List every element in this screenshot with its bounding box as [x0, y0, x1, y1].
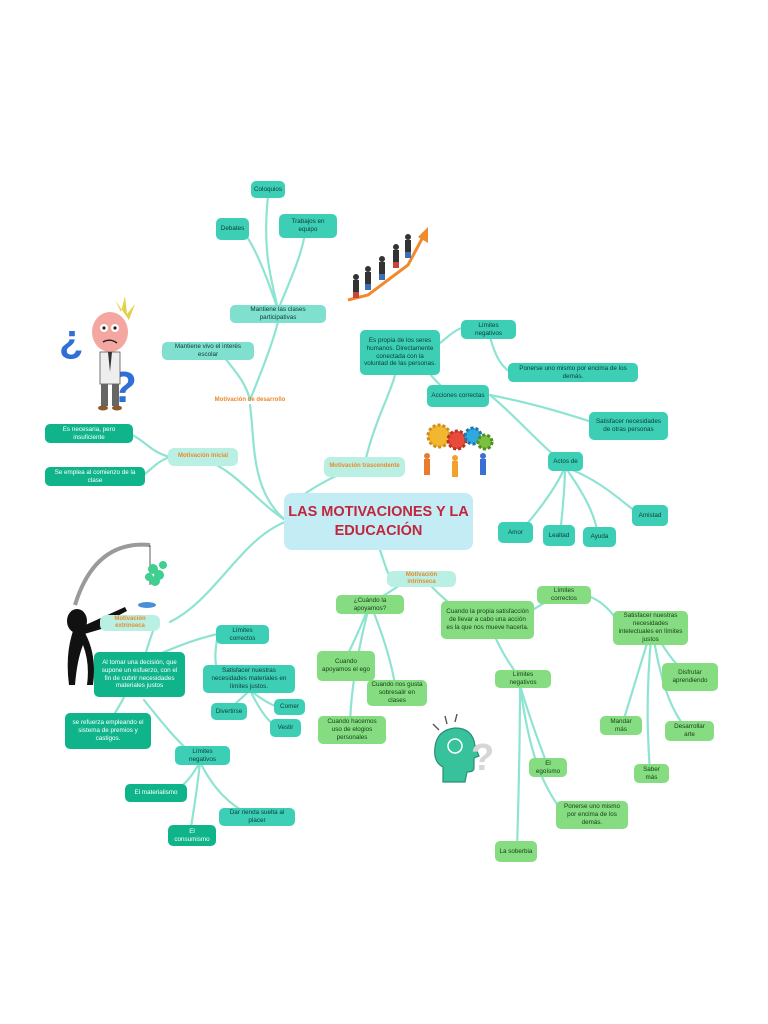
motivacion-intrinseca-label: Motivación intrínseca	[387, 571, 456, 587]
confused-man-question-icon: ¿ ?	[55, 290, 140, 420]
node-actos-de: Actos de	[548, 452, 583, 471]
central-topic: LAS MOTIVACIONES Y LA EDUCACIÓN	[284, 493, 473, 550]
node-ponerse-encima-int: Ponerse uno mismo por encima de los demá…	[556, 801, 628, 829]
node-saber-mas: Saber más	[634, 764, 669, 783]
node-disfrutar-aprendiendo: Disfrutar aprendiendo	[662, 663, 718, 691]
node-ayuda: Ayuda	[583, 527, 616, 547]
motivacion-inicial-label: Motivación inicial	[168, 448, 238, 466]
node-materialismo: El materialismo	[125, 784, 187, 802]
node-ponerse-encima-tras: Ponerse uno mismo por encima de los demá…	[508, 363, 638, 382]
node-comienzo-clase: Se emplea al comienzo de la clase	[45, 467, 145, 486]
teamwork-climbing-arrow-icon	[338, 215, 436, 319]
motivacion-desarrollo-label: Motivación de desarrollo	[205, 394, 295, 408]
node-limites-negativos-int: Límites negativos	[495, 670, 551, 688]
node-vestir: Vestir	[270, 719, 301, 737]
node-premios-castigos: se refuerza empleando el sistema de prem…	[65, 713, 151, 749]
svg-text:?: ?	[471, 737, 494, 779]
node-comer: Comer	[274, 699, 305, 715]
node-amistad: Amistad	[632, 505, 668, 526]
node-propia-satisfaccion: Cuando la propia satisfacción de llevar …	[441, 601, 534, 639]
node-necesidades-intelectuales: Satisfacer nuestras necesidades intelect…	[613, 611, 688, 645]
node-consumismo: El consumismo	[168, 825, 216, 846]
node-necesaria: Es necesaria, pero insuficiente	[45, 424, 133, 443]
node-limites-negativos-tras: Límites negativos	[461, 320, 516, 339]
node-necesidades-materiales: Satisfacer nuestras necesidades material…	[203, 665, 295, 693]
node-mantiene-vivo: Mantiene vivo el interés escolar	[162, 342, 254, 360]
node-lealtad: Lealtad	[543, 525, 575, 546]
svg-text:¿: ¿	[59, 317, 83, 361]
node-limites-correctos-int: Límites correctos	[537, 586, 591, 604]
node-cuando-apoyamos: ¿Cuándo la apoyamos?	[336, 595, 404, 614]
node-trabajos-equipo: Trabajos en equipo	[279, 214, 337, 238]
node-soberbia: La soberbia	[495, 841, 537, 862]
node-limites-negativos-ext: Límites negativos	[175, 746, 230, 765]
node-clases-participativas: Mantiene las clases participativas	[230, 305, 326, 323]
node-egoismo: El egoísmo	[529, 758, 567, 777]
node-amor: Amor	[498, 522, 533, 543]
gears-people-icon	[413, 420, 498, 486]
motivacion-trascendente-label: Motivación trascendente	[324, 457, 405, 477]
node-sobresalir: Cuando nos gusta sobresalir en clases	[367, 680, 427, 706]
node-elogios: Cuando hacemos uso de elogios personales	[318, 716, 386, 744]
node-coloquios: Coloquios	[251, 181, 285, 198]
node-desarrollar-arte: Desarrollar arte	[665, 721, 714, 741]
node-debates: Debates	[216, 218, 249, 240]
node-acciones-correctas: Acciones correctas	[427, 385, 489, 407]
node-apoyamos-ego: Cuando apoyamos el ego	[317, 651, 375, 681]
node-propia-seres-humanos: Es propia de los seres humanos. Directam…	[360, 330, 440, 375]
node-tomar-decision: Al tomar una decisión, que supone un esf…	[94, 652, 185, 697]
node-limites-correctos-ext: Límites correctos	[216, 625, 269, 644]
node-rienda-placer: Dar rienda suelta al placer	[219, 808, 295, 826]
node-mandar-mas: Mandar más	[600, 716, 642, 735]
motivacion-extrinseca-label: Motivación extrínseca	[100, 615, 160, 631]
head-question-icon: ?	[425, 712, 500, 792]
node-divertirse: Divertirse	[211, 703, 247, 720]
node-necesidades-otras: Satisfacer necesidades de otras personas	[589, 412, 668, 440]
